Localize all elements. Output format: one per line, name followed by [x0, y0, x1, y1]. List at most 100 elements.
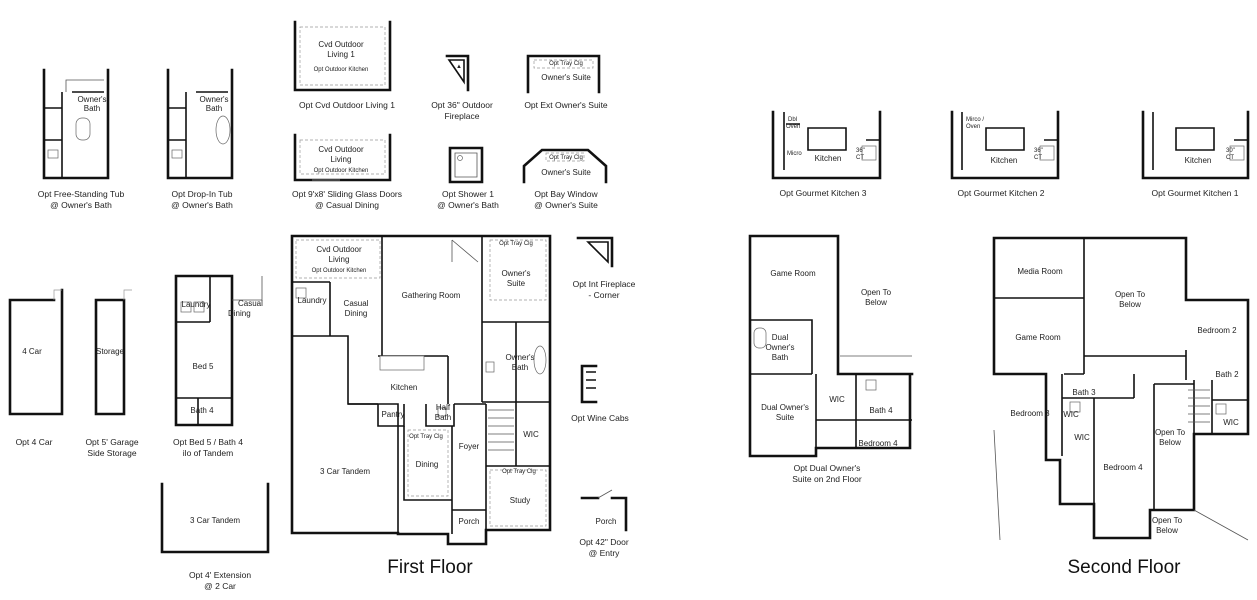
room-label: 36": [1034, 148, 1043, 154]
first-floor-plan: Cvd Outdoor Living Opt Outdoor Kitchen L…: [290, 234, 552, 546]
room-label: 36": [856, 148, 865, 154]
room-label: Mirco /: [966, 117, 984, 123]
room-label: Storage: [96, 347, 125, 356]
freestanding-tub-icon: [75, 117, 91, 141]
opt-gourmet-kitchen-1-diagram: Kitchen 30" CT: [1141, 110, 1250, 180]
sink-icon: [861, 145, 877, 161]
room-label: 3 Car Tandem: [320, 467, 370, 476]
caption: Opt Cvd Outdoor Living 1: [299, 100, 395, 110]
room-label: Below: [1156, 526, 1178, 535]
room-label: WIC: [1223, 418, 1239, 427]
opt-gourmet-kitchen-3-diagram: Dbl Oven Micro Kitchen 36" CT: [771, 110, 882, 180]
room-label: Bed 5: [193, 362, 214, 371]
room-label: Opt Tray Clg: [502, 469, 536, 475]
caption: @ Casual Dining: [315, 200, 379, 210]
opt-garage-side-storage-diagram: Storage: [94, 289, 132, 416]
room-label: Bath: [206, 104, 222, 113]
room-label: CT: [1034, 155, 1042, 161]
caption: Opt Free-Standing Tub: [38, 189, 125, 199]
room-label: Pantry: [381, 410, 404, 419]
caption: @ Owner's Bath: [437, 200, 499, 210]
caption: Opt 5' Garage: [85, 437, 138, 447]
room-label: Bath 4: [190, 406, 214, 415]
room-label: Cvd Outdoor: [318, 40, 364, 49]
room-label: Dual: [772, 333, 789, 342]
room-label: Open To: [1155, 428, 1186, 437]
opt-wine-cabs-diagram: [580, 364, 598, 404]
opt-cvd-outdoor-living-1-diagram: Cvd Outdoor Living 1 Opt Outdoor Kitchen: [293, 20, 392, 92]
caption: Side Storage: [87, 448, 136, 458]
caption: - Corner: [588, 290, 619, 300]
room-label: Bath: [435, 413, 451, 422]
kitchen-island-icon: [379, 355, 425, 371]
toilet-icon: [437, 407, 447, 417]
sink-icon: [1229, 145, 1245, 161]
room-label: Oven: [786, 124, 800, 130]
room-label: WIC: [1063, 410, 1079, 419]
caption: @ Owner's Bath: [171, 200, 233, 210]
caption: Opt Bed 5 / Bath 4: [173, 437, 243, 447]
room-label: WIC: [829, 395, 845, 404]
room-label: Living: [329, 255, 350, 264]
room-label: CT: [1226, 155, 1234, 161]
opt-int-fireplace-diagram: [576, 236, 614, 268]
room-label: Open To: [1115, 290, 1146, 299]
opt-free-standing-tub-diagram: Owner's Bath: [42, 68, 110, 180]
toilet-icon: [1069, 401, 1081, 413]
room-label: Bath 2: [1215, 370, 1239, 379]
room-label: WIC: [1074, 433, 1090, 442]
room-label: Suite: [507, 279, 526, 288]
room-label: Below: [1119, 300, 1141, 309]
tub-icon: [533, 345, 547, 375]
room-label: Bath: [512, 363, 528, 372]
caption: Opt Gourmet Kitchen 3: [780, 188, 867, 198]
second-floor-plan: Media Room Open To Below Game Room Bedro…: [992, 236, 1250, 541]
room-label: Opt Outdoor Kitchen: [312, 268, 367, 274]
room-label: Game Room: [1015, 333, 1061, 342]
washer-icon: [180, 301, 192, 313]
opt-ext-owners-suite-diagram: Opt Tray Clg Owner's Suite: [526, 54, 601, 94]
room-label: Kitchen: [391, 383, 418, 392]
opt-sliding-glass-doors-diagram: Cvd Outdoor Living Opt Outdoor Kitchen: [293, 133, 392, 182]
room-label: Casual: [344, 299, 369, 308]
room-label: Bedroom 4: [858, 439, 898, 448]
room-label: Opt Outdoor Kitchen: [314, 168, 369, 174]
room-label: Dining: [416, 460, 439, 469]
room-label: Owner's: [199, 95, 228, 104]
caption: Fireplace: [445, 111, 480, 121]
room-label: Opt Tray Clg: [499, 241, 533, 247]
caption: Opt Bay Window: [534, 189, 598, 199]
caption: Opt Drop-In Tub: [172, 189, 233, 199]
caption: Opt Int Fireplace: [573, 279, 636, 289]
fireplace-icon: ▲: [456, 64, 462, 70]
caption: Opt Gourmet Kitchen 1: [1152, 188, 1239, 198]
room-label: Owner's: [77, 95, 106, 104]
caption: Opt 42" Door: [579, 537, 628, 547]
room-label: Opt Tray Clg: [549, 155, 583, 161]
room-label: 4 Car: [22, 347, 42, 356]
room-label: CT: [856, 155, 864, 161]
opt-shower-diagram: [448, 146, 484, 184]
room-label: Kitchen: [815, 154, 842, 163]
room-label: Opt Outdoor Kitchen: [314, 67, 369, 73]
room-label: Owner's: [505, 353, 534, 362]
dryer-icon: [193, 301, 205, 313]
caption: Opt 4' Extension: [189, 570, 251, 580]
toilet-icon: [1215, 403, 1227, 415]
caption: Suite on 2nd Floor: [792, 474, 862, 484]
room-label: Bath 3: [1072, 388, 1096, 397]
opt-bed5-bath4-diagram: Laundry Casual Dining Bed 5 Bath 4: [174, 274, 263, 427]
room-label: Owner's: [765, 343, 794, 352]
room-label: Bath: [84, 104, 100, 113]
room-label: Cvd Outdoor: [318, 145, 364, 154]
room-label: Dining: [228, 309, 251, 318]
room-label: Dual Owner's: [761, 403, 809, 412]
room-label: Kitchen: [1185, 156, 1212, 165]
caption: Opt 9'x8' Sliding Glass Doors: [292, 189, 402, 199]
caption: Opt Wine Cabs: [571, 413, 629, 423]
room-label: Bedroom 4: [1103, 463, 1143, 472]
caption: @ Entry: [589, 548, 621, 558]
caption: Opt Dual Owner's: [794, 463, 861, 473]
second-floor-title: Second Floor: [1067, 557, 1181, 578]
room-label: Suite: [776, 413, 795, 422]
